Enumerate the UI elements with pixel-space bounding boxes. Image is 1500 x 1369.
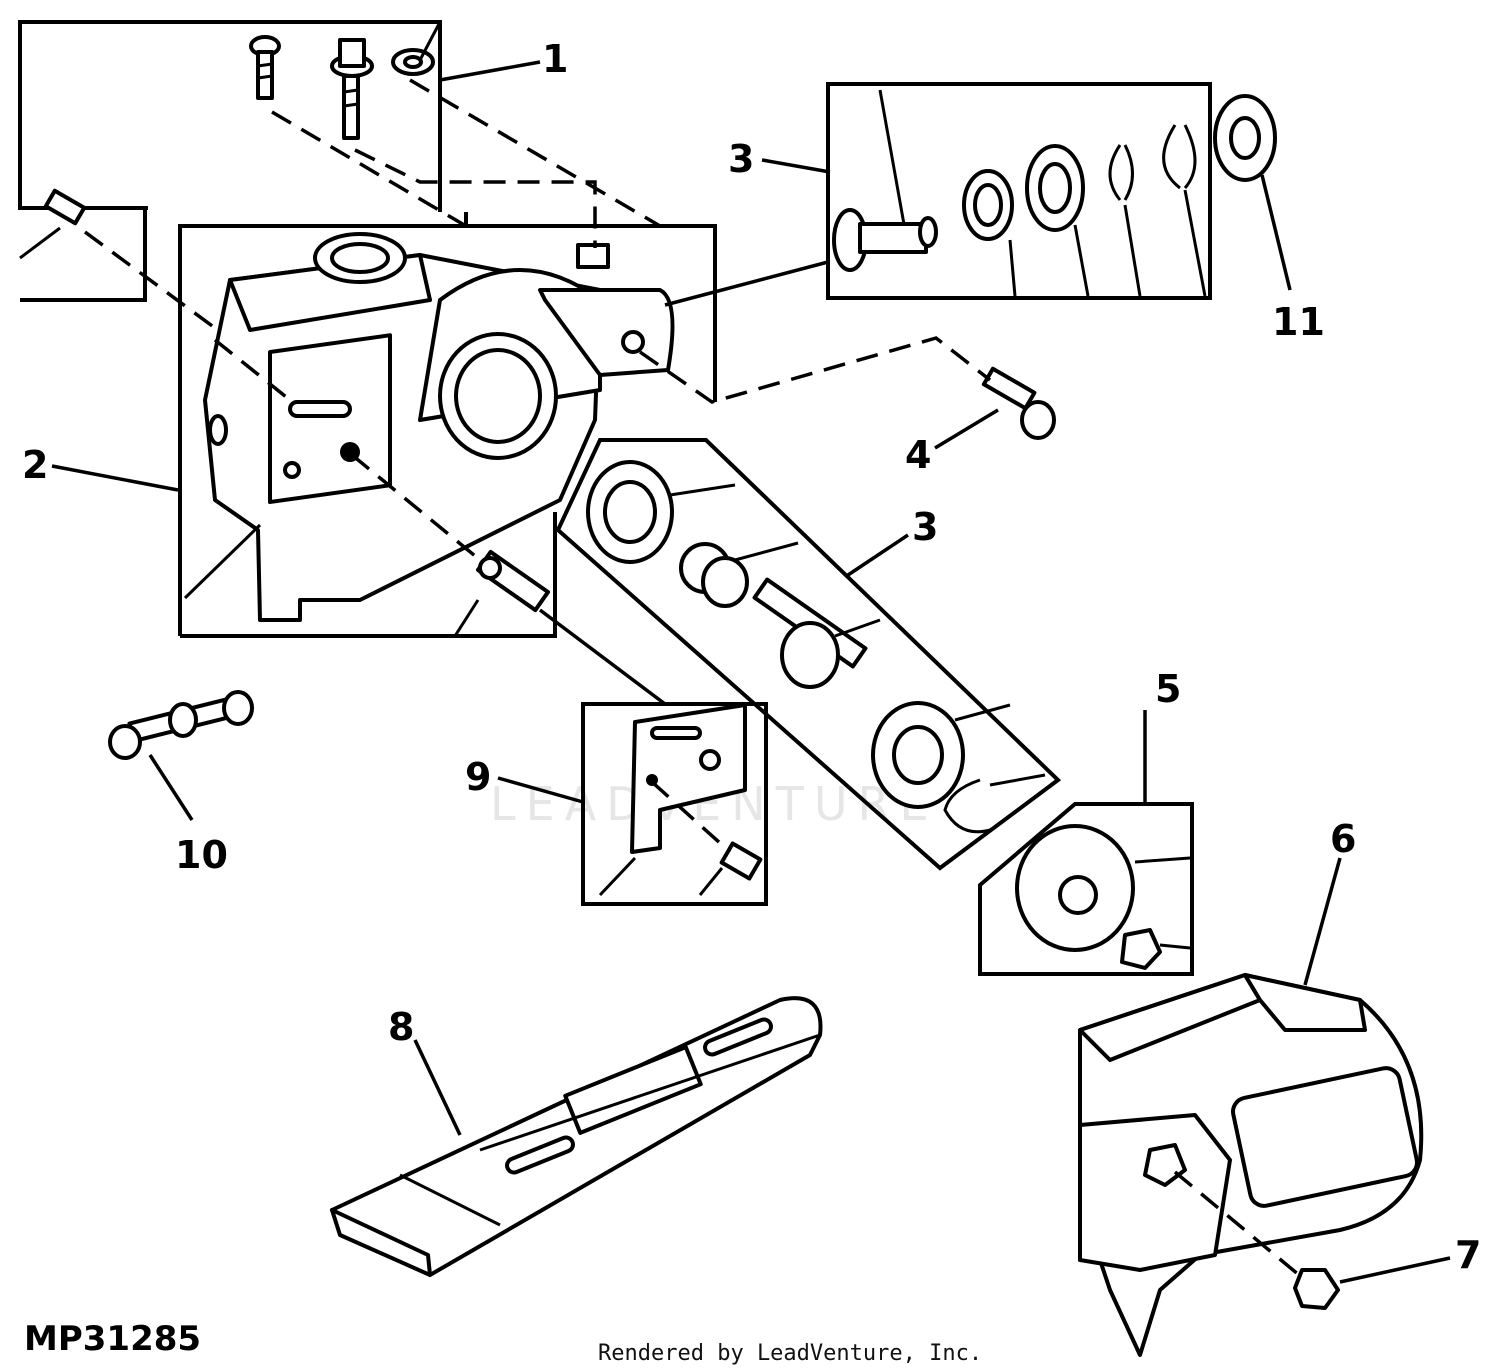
callout-11: 11 <box>1272 300 1325 344</box>
callout-8: 8 <box>388 1005 414 1049</box>
sprocket-shaft <box>832 208 938 272</box>
assembly-line-a <box>271 110 467 228</box>
lock-washer <box>391 48 435 76</box>
bearing-group-3-lower <box>555 438 1062 871</box>
bearing-group-3-upper <box>826 82 1212 300</box>
adjusting-bolt-10 <box>108 690 254 760</box>
callout-7: 7 <box>1455 1233 1481 1277</box>
callout-2: 2 <box>22 443 48 487</box>
credit-text: Rendered by LeadVenture, Inc. <box>598 1341 982 1366</box>
leader-6 <box>1303 857 1342 986</box>
callout-3-upper: 3 <box>728 137 754 181</box>
leader-1 <box>439 60 541 82</box>
callout-5: 5 <box>1155 667 1181 711</box>
pin-left <box>43 188 87 226</box>
retaining-ring-a <box>1108 144 1134 201</box>
leader-8 <box>413 1039 462 1136</box>
leader-4 <box>934 408 999 450</box>
bearing-3 <box>586 460 674 564</box>
callout-6: 6 <box>1330 817 1356 861</box>
assembly-line-4 <box>639 336 992 404</box>
idler-sprocket <box>1015 824 1135 952</box>
leader-9-link <box>538 608 667 706</box>
snap-ring <box>943 778 991 834</box>
bolt-4 <box>981 366 1056 440</box>
nut-7 <box>1293 1268 1340 1310</box>
bracket-group-9 <box>581 702 768 906</box>
assembly-line-c <box>409 78 661 228</box>
figure-id: MP31285 <box>24 1319 201 1359</box>
callout-3-lower: 3 <box>912 505 938 549</box>
callout-10: 10 <box>175 833 228 877</box>
hardware-group-1 <box>18 20 442 302</box>
leader-7 <box>1339 1256 1451 1284</box>
leader-11 <box>1260 174 1292 291</box>
bearing-4 <box>871 701 965 809</box>
bolt-a <box>249 35 281 100</box>
leader-3b <box>847 533 909 577</box>
leader-3-upper-housing <box>664 260 829 307</box>
guard-bolt-head <box>1143 1143 1187 1187</box>
leader-2 <box>51 464 179 492</box>
leader-9 <box>497 776 584 804</box>
collar <box>679 542 749 608</box>
guide-bar-8 <box>330 996 823 1277</box>
adjuster-stud <box>476 549 550 613</box>
idler-nut <box>1120 928 1162 970</box>
bearing-2 <box>1025 144 1085 232</box>
assembly-line-b <box>354 148 597 248</box>
callout-9: 9 <box>465 755 491 799</box>
assembly-line-e <box>213 338 292 402</box>
assembly-line-d <box>83 230 217 330</box>
shaft-gear <box>752 577 868 689</box>
callout-1: 1 <box>542 37 568 81</box>
callout-4: 4 <box>905 433 931 477</box>
retaining-ring-b <box>1162 124 1197 190</box>
leader-10 <box>148 754 194 821</box>
seal-washer-11 <box>1213 94 1277 182</box>
housing-group-2 <box>178 212 717 638</box>
flange-bolt-b <box>330 38 374 140</box>
idler-group-5 <box>978 802 1194 976</box>
leader-3a <box>761 158 831 174</box>
chain-guard-6 <box>1078 973 1424 1357</box>
bearing-1 <box>962 169 1014 241</box>
